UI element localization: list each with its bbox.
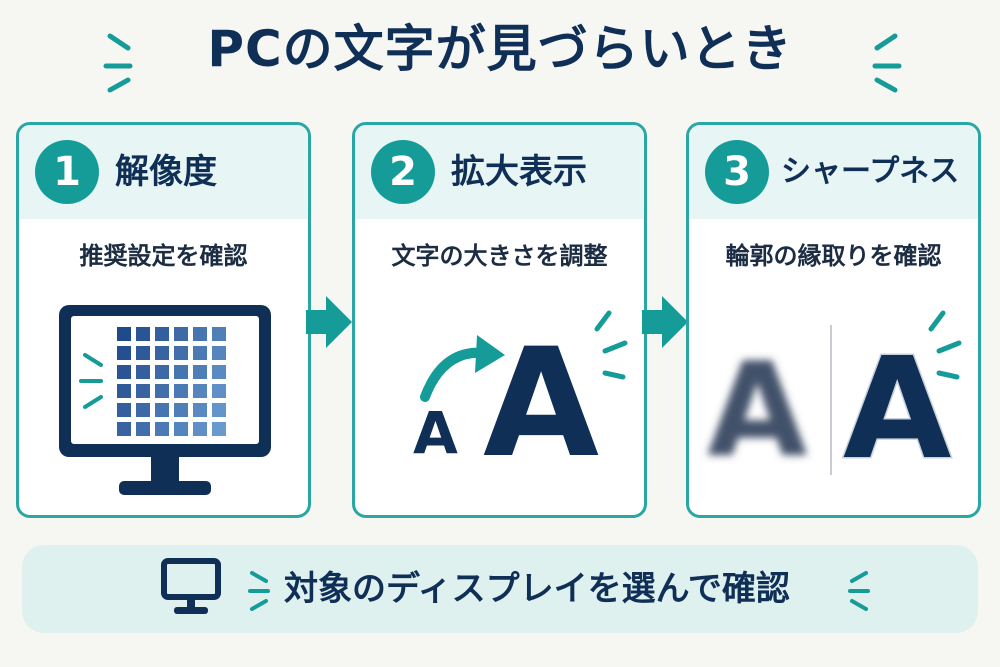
card-title: シャープネス	[781, 154, 960, 189]
blurry-letter: A	[707, 334, 808, 486]
pixel-cell	[174, 422, 188, 436]
pixel-cell	[117, 327, 131, 341]
pixel-cell	[117, 403, 131, 417]
card-title: 解像度	[115, 152, 217, 192]
monitor-grid-icon	[59, 305, 271, 495]
pixel-cell	[193, 422, 207, 436]
pixel-cell	[212, 327, 226, 341]
pixel-cell	[212, 403, 226, 417]
pixel-cell	[193, 365, 207, 379]
card-sharpness: 3 シャープネス 輪郭の縁取りを確認 A A	[686, 122, 981, 518]
sharpness-compare-icon: A A	[707, 310, 962, 493]
pixel-cell	[174, 403, 188, 417]
arrow-right-icon	[642, 296, 688, 348]
pixel-cell	[117, 422, 131, 436]
step-number: 3	[705, 140, 769, 204]
left-sparkle-icon	[248, 571, 270, 611]
card-resolution: 1 解像度 推奨設定を確認	[16, 122, 311, 518]
pixel-cell	[212, 384, 226, 398]
pixel-cell	[174, 384, 188, 398]
sharp-letter: A	[843, 328, 951, 491]
pixel-cell	[136, 403, 150, 417]
card-subtitle: 輪郭の縁取りを確認	[725, 242, 942, 270]
pixel-cell	[155, 403, 169, 417]
page-title: PCの文字が見づらいとき	[207, 20, 793, 78]
step-number: 2	[371, 140, 435, 204]
card-zoom: 2 拡大表示 文字の大きさを調整 A A	[352, 122, 647, 518]
pixel-cell	[155, 346, 169, 360]
pixel-cell	[136, 327, 150, 341]
card-subtitle: 文字の大きさを調整	[391, 242, 608, 270]
pixel-cell	[193, 384, 207, 398]
pixel-cell	[155, 384, 169, 398]
bottom-text: 対象のディスプレイを選んで確認	[284, 569, 790, 609]
large-letter: A	[483, 317, 599, 491]
card-title: 拡大表示	[451, 152, 587, 192]
pixel-cell	[174, 346, 188, 360]
pixel-cell	[193, 327, 207, 341]
left-sparkle-icon	[103, 33, 133, 93]
pixel-cell	[117, 365, 131, 379]
bottom-banner: 対象のディスプレイを選んで確認	[22, 545, 978, 633]
pixel-cell	[193, 346, 207, 360]
pixel-cell	[117, 346, 131, 360]
pixel-cell	[136, 422, 150, 436]
pixel-cell	[212, 346, 226, 360]
small-letter: A	[413, 399, 458, 467]
pixel-cell	[193, 403, 207, 417]
text-enlarge-icon: A A	[413, 310, 628, 491]
pixel-cell	[136, 384, 150, 398]
pixel-cell	[174, 327, 188, 341]
pixel-cell	[117, 384, 131, 398]
right-sparkle-icon	[848, 571, 870, 611]
step-number: 1	[35, 140, 99, 204]
pixel-cell	[212, 365, 226, 379]
right-sparkle-icon	[872, 33, 902, 93]
card-subtitle: 推奨設定を確認	[79, 242, 248, 270]
pixel-cell	[136, 346, 150, 360]
pixel-cell	[212, 422, 226, 436]
pixel-cell	[155, 365, 169, 379]
monitor-icon	[161, 558, 221, 614]
pixel-cell	[136, 365, 150, 379]
arrow-right-icon	[306, 296, 352, 348]
pixel-cell	[155, 422, 169, 436]
pixel-cell	[174, 365, 188, 379]
pixel-cell	[155, 327, 169, 341]
